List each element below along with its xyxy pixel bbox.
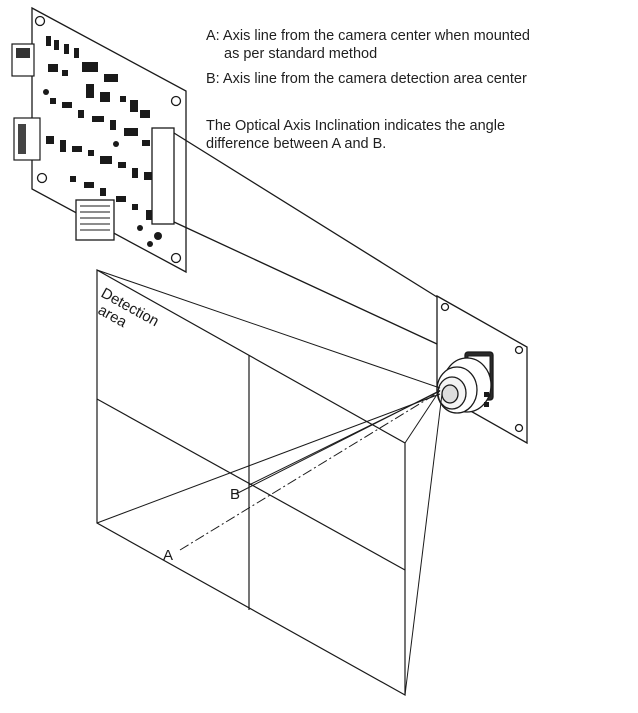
point-a-label: A bbox=[163, 547, 173, 564]
point-b-label: B bbox=[230, 486, 240, 503]
axis-a-note-continued: as per standard method bbox=[224, 46, 378, 62]
board-components bbox=[11, 36, 162, 247]
axis-a-note: A: Axis line from the camera center when… bbox=[206, 28, 530, 44]
inclination-note-line1: The Optical Axis Inclination indicates t… bbox=[206, 118, 506, 134]
inclination-note: The Optical Axis Inclination indicates t… bbox=[206, 117, 626, 153]
board-mount-hole bbox=[170, 95, 182, 107]
camera-board-mount-hole bbox=[440, 302, 450, 312]
axis-b-note: B: Axis line from the camera detection a… bbox=[206, 71, 527, 87]
board-mount-hole bbox=[34, 15, 46, 27]
main-circuit-board bbox=[11, 6, 187, 274]
camera-board-mount-hole bbox=[514, 345, 524, 355]
board-mount-hole bbox=[36, 172, 48, 184]
ribbon-cable bbox=[173, 132, 438, 345]
axis-line-a bbox=[179, 391, 440, 551]
detection-area bbox=[96, 268, 406, 697]
board-connector bbox=[75, 199, 115, 241]
flex-cable-connector bbox=[151, 127, 175, 225]
inclination-note-line2: difference between A and B. bbox=[206, 136, 387, 152]
detection-area-frame bbox=[96, 268, 406, 697]
axis-line-b bbox=[235, 390, 440, 495]
connector-pins bbox=[80, 205, 110, 231]
camera-board-mount-hole bbox=[514, 423, 524, 433]
board-mount-hole bbox=[170, 252, 182, 264]
view-cone-lines bbox=[96, 269, 443, 696]
axis-lines bbox=[179, 390, 440, 551]
camera-board bbox=[436, 294, 528, 445]
camera-lens bbox=[436, 351, 494, 414]
